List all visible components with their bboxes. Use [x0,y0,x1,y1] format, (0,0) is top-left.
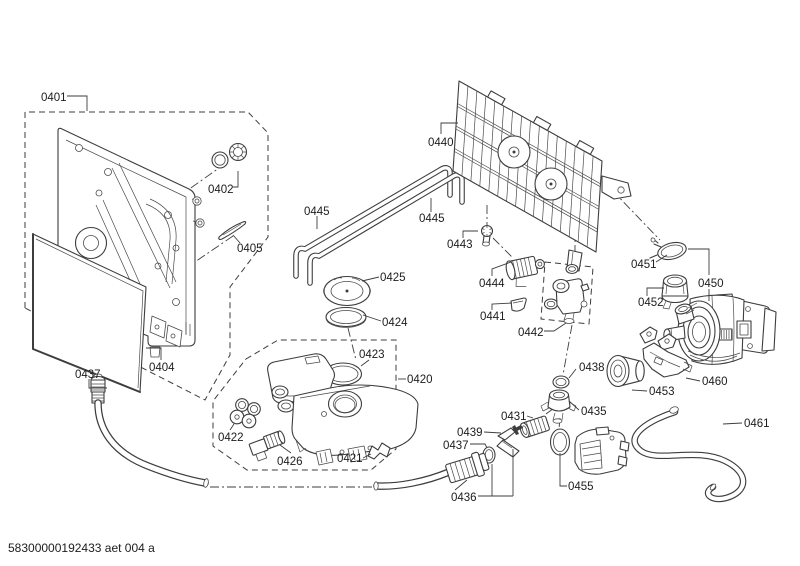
label-0461: 0461 [744,418,770,430]
document-code: 58300000192433 aet 004 a [8,541,155,555]
part-0444-solenoid [505,255,545,287]
part-0441-wedge [510,297,527,312]
label-0421: 0421 [337,453,363,465]
part-0421-clip [367,442,391,460]
label-0455: 0455 [568,481,594,493]
label-0444: 0444 [479,278,505,290]
label-0437-left: 0437 [75,369,101,381]
leader-0440 [440,122,458,134]
part-0431-nipple [519,415,550,438]
part-0439-clip [496,425,523,458]
leader-0401 [67,95,88,111]
leader-0461 [722,422,743,425]
part-0425-cap [323,275,371,307]
label-0425: 0425 [380,272,406,284]
part-0404-bracket [149,315,191,358]
part-0451-clamp [649,237,687,261]
leader-0439 [483,431,502,434]
label-0404: 0404 [149,362,175,374]
leader-0441 [491,302,513,310]
part-0455-pump-housing [549,426,630,475]
part-0420-softener-assembly [229,353,419,466]
label-0420: 0420 [407,374,433,386]
leader-0452 [646,287,664,296]
leader-0431 [526,415,534,419]
label-0438: 0438 [579,362,605,374]
leader-0402 [233,171,239,188]
label-0422: 0422 [218,432,244,444]
label-0424: 0424 [382,317,408,329]
part-0436-hose [373,451,490,491]
leader-0438 [568,368,577,379]
leader-0426 [279,444,292,454]
part-0422-seals [229,398,261,429]
label-0402: 0402 [208,184,234,196]
label-0437-bottom: 0437 [443,440,469,452]
part-0435-check-valve [540,389,577,424]
label-0441: 0441 [480,311,506,323]
label-0405: 0405 [237,243,263,255]
leader-0404 [146,347,162,360]
part-0460-bracket [639,326,693,378]
label-0451: 0451 [631,259,657,271]
label-0423: 0423 [359,349,385,361]
label-0443: 0443 [447,239,473,251]
label-0460: 0460 [702,376,728,388]
label-0435: 0435 [581,406,607,418]
label-0445-right: 0445 [419,213,445,225]
part-0443-fastener [480,224,494,247]
leader-0437a [88,379,107,389]
leader-0453 [631,389,648,392]
leader-0405 [232,234,241,244]
leader-0422 [229,423,235,431]
part-0440-base-panel [452,80,632,272]
part-0452-sleeve [661,274,689,310]
part-0445-tubes [293,165,465,286]
part-0437-drain-hose [90,373,209,488]
part-0405-pin [218,221,247,240]
group-box-0401 [24,111,269,401]
label-0450: 0450 [698,278,724,290]
leader-0437b [470,443,488,449]
leader-0421 [362,453,372,459]
leader-0424 [362,314,382,322]
label-0426: 0426 [277,456,303,468]
softener-body [291,384,419,456]
leader-0444 [491,261,512,276]
label-0445-left: 0445 [304,206,330,218]
leader-0451 [655,254,668,263]
leader-0435 [568,400,580,411]
leader-0423 [360,359,370,367]
leader-0425 [361,276,380,282]
leader-0460 [685,377,701,382]
label-0401: 0401 [41,92,67,104]
part-0442-valve-assembly [543,263,590,324]
label-0452: 0452 [638,297,664,309]
leader-0442 [544,322,567,332]
part-0424-seal-ring [325,306,367,328]
leader-lines [67,95,743,497]
callout-labels: 0401 0402 0405 0404 0437 0440 0445 0445 … [41,92,770,504]
label-0431: 0431 [501,411,527,423]
label-0442: 0442 [518,327,544,339]
label-0440: 0440 [428,137,454,149]
leader-0443 [462,230,478,238]
part-0450-pump-motor [663,293,777,365]
leader-0436 [454,449,514,497]
part-tank-cover-panel [32,233,147,393]
part-0426-valve [248,430,286,462]
leader-0455 [559,453,567,487]
part-0438-oring [552,375,570,389]
group-box-0420 [212,339,397,471]
part-0453-funnel [606,354,645,388]
leader-0450 [688,248,710,301]
label-0439: 0439 [457,427,483,439]
label-0453: 0453 [649,386,675,398]
part-0402-seal-rings [211,142,248,169]
part-0461-hose [631,406,747,503]
label-0436: 0436 [451,492,477,504]
